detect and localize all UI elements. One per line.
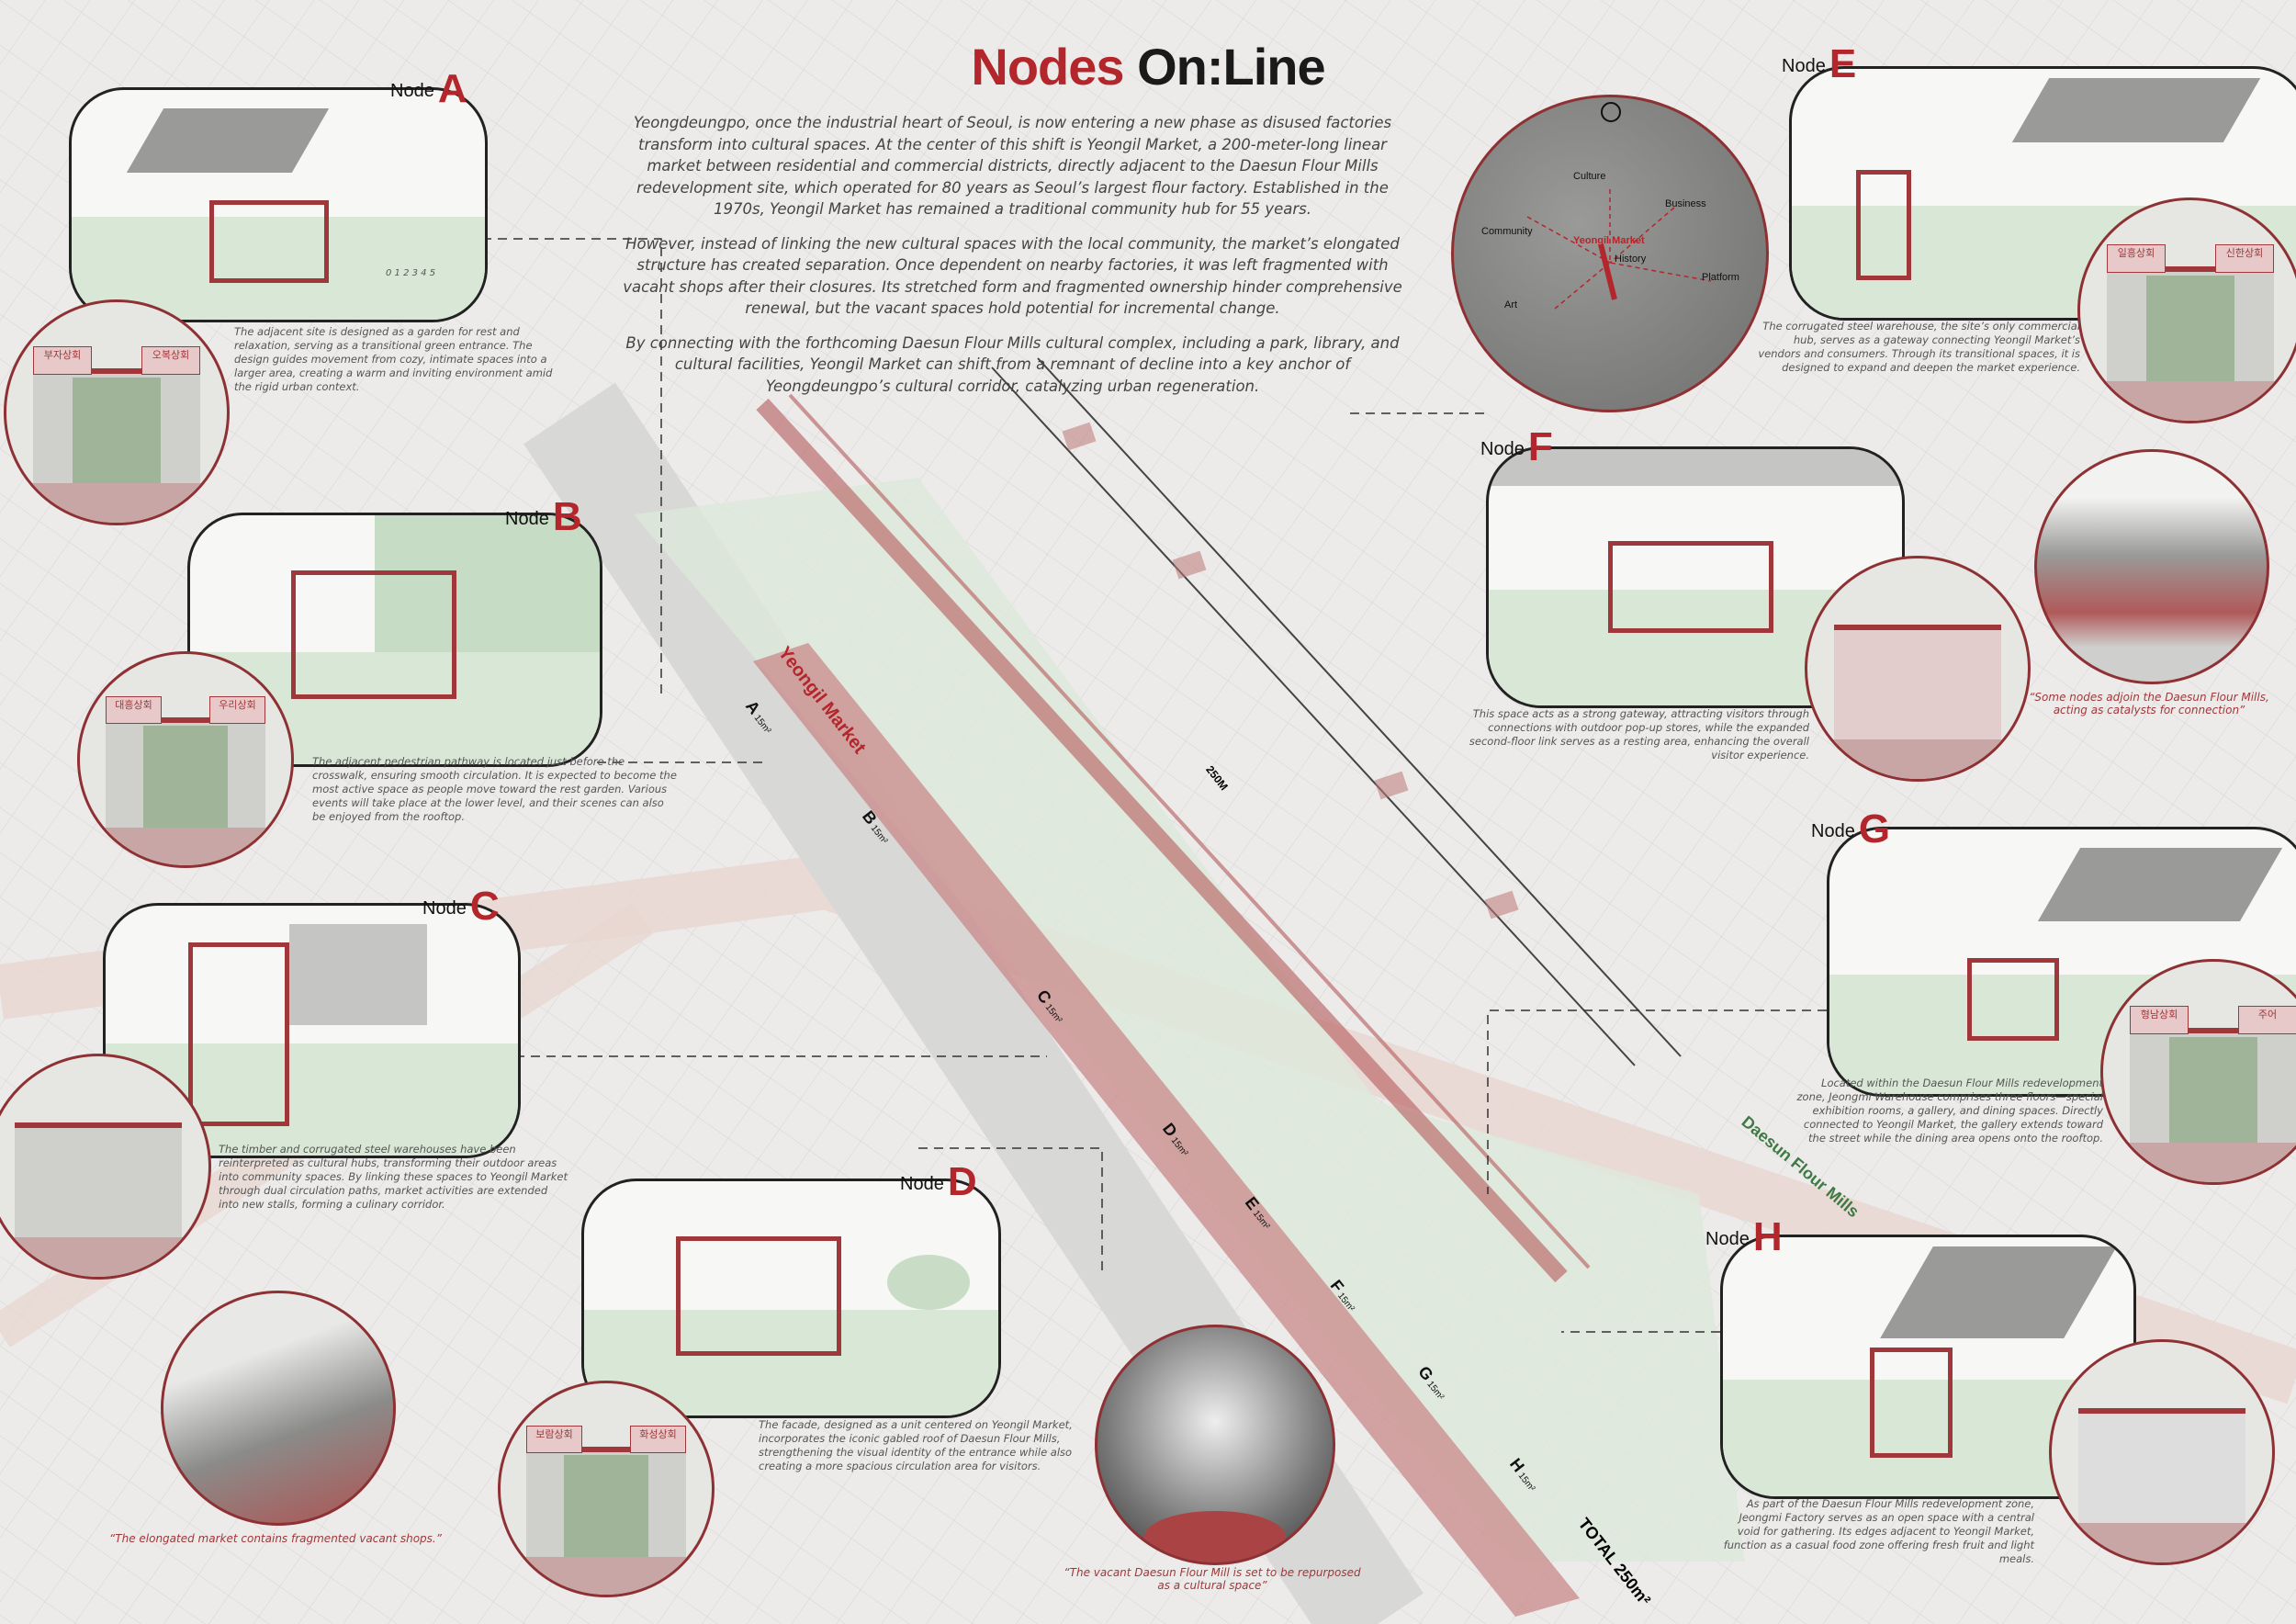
node-d-perspective (581, 1179, 1001, 1418)
node-c-label: NodeC (422, 884, 500, 929)
node-b-perspective (187, 513, 602, 767)
intro-paragraph: By connecting with the forthcoming Daesu… (625, 333, 1400, 395)
map-label-art: Art (1504, 299, 1518, 310)
map-connections (1526, 189, 1712, 310)
intro-paragraph: However, instead of linking the new cult… (623, 234, 1402, 318)
node-h-perspective (1720, 1235, 2136, 1499)
intro-paragraph: Yeongdeungpo, once the industrial heart … (633, 114, 1392, 218)
node-photo (2034, 449, 2269, 684)
node-d-description: The facade, designed as a unit centered … (759, 1418, 1073, 1472)
map-label-business: Business (1665, 198, 1706, 209)
node-c-interior (0, 1054, 211, 1280)
market-quote: “The elongated market contains fragmente… (109, 1532, 442, 1545)
market-photo (161, 1291, 396, 1526)
map-label-culture: Culture (1573, 171, 1606, 182)
market-corridor (753, 643, 1580, 1617)
node-a-label: NodeA (390, 66, 467, 111)
map-label-platform: Platform (1702, 272, 1739, 283)
poster-title: Nodes On:Line (971, 38, 1325, 96)
map-label-yeongil-market: Yeongil Market (1573, 235, 1645, 246)
intro-text: Yeongdeungpo, once the industrial heart … (611, 112, 1414, 410)
node-b-label: NodeB (505, 494, 582, 539)
node-h-description: As part of the Daesun Flour Mills redeve… (1723, 1497, 2034, 1565)
node-c-description: The timber and corrugated steel warehous… (219, 1143, 568, 1211)
map-label-community: Community (1481, 226, 1533, 237)
node-h-label: NodeH (1705, 1214, 1783, 1259)
flour-mill-photo (1095, 1325, 1335, 1565)
mill-quote: “The vacant Daesun Flour Mill is set to … (1064, 1566, 1361, 1592)
compass-icon (1601, 102, 1621, 122)
node-g-label: NodeG (1811, 806, 1891, 851)
node-a-perspective (69, 87, 488, 322)
node-f-description: This space acts as a strong gateway, att… (1469, 707, 1809, 761)
scale-bar: 0 1 2 3 4 5 (386, 268, 436, 278)
map-label-history: History (1615, 254, 1647, 265)
node-a-description: The adjacent site is designed as a garde… (234, 325, 553, 393)
context-map: Culture Business Community Yeongil Marke… (1451, 95, 1769, 412)
node-g-description: Located within the Daesun Flour Mills re… (1796, 1077, 2104, 1145)
node-e-label: NodeE (1782, 41, 1857, 86)
node-h-interior (2049, 1339, 2275, 1565)
nodes-quote: “Some nodes adjoin the Daesun Flour Mill… (2029, 691, 2269, 716)
node-d-label: NodeD (900, 1159, 977, 1204)
node-f-interior (1805, 556, 2031, 782)
node-b-description: The adjacent pedestrian pathway is locat… (312, 755, 677, 823)
node-e-description: The corrugated steel warehouse, the site… (1758, 320, 2080, 374)
node-f-label: NodeF (1480, 424, 1553, 469)
